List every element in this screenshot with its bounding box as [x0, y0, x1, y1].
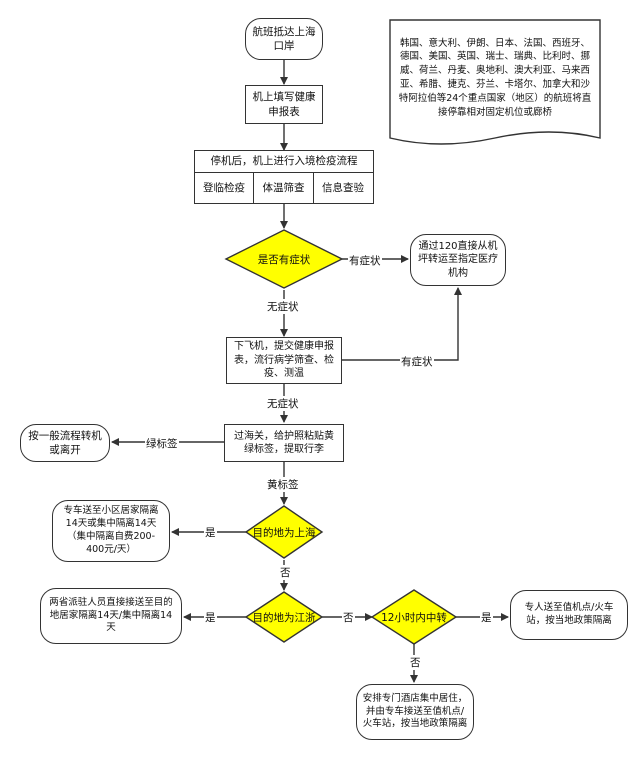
disembark-label: 下飞机，提交健康申报表，流行病学筛查、检疫、测温: [234, 341, 334, 380]
jiangzhe-quarantine-label: 两省派驻人员直接接送至目的地居家隔离14天/集中隔离14天: [49, 596, 173, 634]
quarantine-process-node: 停机后，机上进行入境检疫流程 登临检疫 体温筛查 信息查验: [194, 150, 374, 204]
normal-process-label: 按一般流程转机或离开: [28, 429, 102, 456]
symptom-check-diamond: [224, 229, 344, 289]
dest-jiangzhe-label: 目的地为江浙: [252, 611, 316, 624]
edge-label-no-2: 否: [342, 610, 355, 625]
hotel-quarantine-node: 安排专门酒店集中居住，并由专车接送至值机点/火车站，按当地政策隔离: [356, 684, 474, 740]
dest-jiangzhe-diamond: [244, 591, 324, 643]
symptom-check-label: 是否有症状: [257, 253, 311, 266]
edge-label-no-1: 否: [279, 565, 292, 580]
disembark-node: 下飞机，提交健康申报表，流行病学筛查、检疫、测温: [226, 337, 342, 384]
health-declaration-node: 机上填写健康申报表: [245, 85, 323, 124]
arrival-node: 航班抵达上海口岸: [245, 18, 323, 60]
transfer-station-label: 专人送至值机点/火车站，按当地政策隔离: [524, 602, 614, 626]
customs-node: 过海关，给护照粘贴黄绿标签，提取行李: [224, 424, 344, 462]
hospital-transfer-node: 通过120直接从机坪转运至指定医疗机构: [410, 234, 506, 286]
edge-label-has-symptoms-1: 有症状: [348, 253, 382, 268]
quarantine-step-temperature: 体温筛查: [254, 173, 314, 203]
country-note-shape: [389, 19, 601, 145]
edge-label-yes-2: 是: [204, 610, 217, 625]
jiangzhe-quarantine-node: 两省派驻人员直接接送至目的地居家隔离14天/集中隔离14天: [40, 588, 182, 644]
edge-label-yes-1: 是: [204, 525, 217, 540]
country-note-text: 韩国、意大利、伊朗、日本、法国、西班牙、德国、美国、英国、瑞士、瑞典、比利时、挪…: [398, 37, 592, 118]
edge-label-yes-3: 是: [480, 610, 493, 625]
edge-label-no-symptoms-1: 无症状: [266, 299, 300, 314]
shanghai-quarantine-node: 专车送至小区居家隔离14天或集中隔离14天（集中隔离自费200-400元/天）: [52, 500, 170, 562]
quarantine-step-boarding: 登临检疫: [195, 173, 254, 203]
customs-label: 过海关，给护照粘贴黄绿标签，提取行李: [234, 430, 334, 456]
dest-shanghai-label: 目的地为上海: [252, 526, 316, 539]
normal-process-node: 按一般流程转机或离开: [20, 424, 110, 462]
transfer-12h-label: 12小时内中转: [381, 611, 447, 624]
edge-label-no-3: 否: [409, 655, 422, 670]
edge-label-yellow: 黄标签: [266, 477, 300, 492]
hospital-transfer-label: 通过120直接从机坪转运至指定医疗机构: [418, 240, 498, 279]
edge-label-has-symptoms-2: 有症状: [400, 354, 434, 369]
hotel-quarantine-label: 安排专门酒店集中居住，并由专车接送至值机点/火车站，按当地政策隔离: [362, 692, 468, 730]
edge-label-green: 绿标签: [145, 436, 179, 451]
transfer-12h-diamond: [370, 589, 458, 645]
dest-shanghai-diamond: [244, 505, 324, 559]
edge-label-no-symptoms-2: 无症状: [266, 396, 300, 411]
shanghai-quarantine-label: 专车送至小区居家隔离14天或集中隔离14天（集中隔离自费200-400元/天）: [63, 505, 159, 555]
transfer-station-node: 专人送至值机点/火车站，按当地政策隔离: [510, 590, 628, 640]
quarantine-header: 停机后，机上进行入境检疫流程: [195, 151, 373, 173]
health-declaration-label: 机上填写健康申报表: [252, 91, 316, 118]
arrow-disembark-to-hospital: [342, 287, 462, 361]
arrival-label: 航班抵达上海口岸: [252, 25, 316, 52]
quarantine-step-info: 信息查验: [322, 181, 364, 194]
